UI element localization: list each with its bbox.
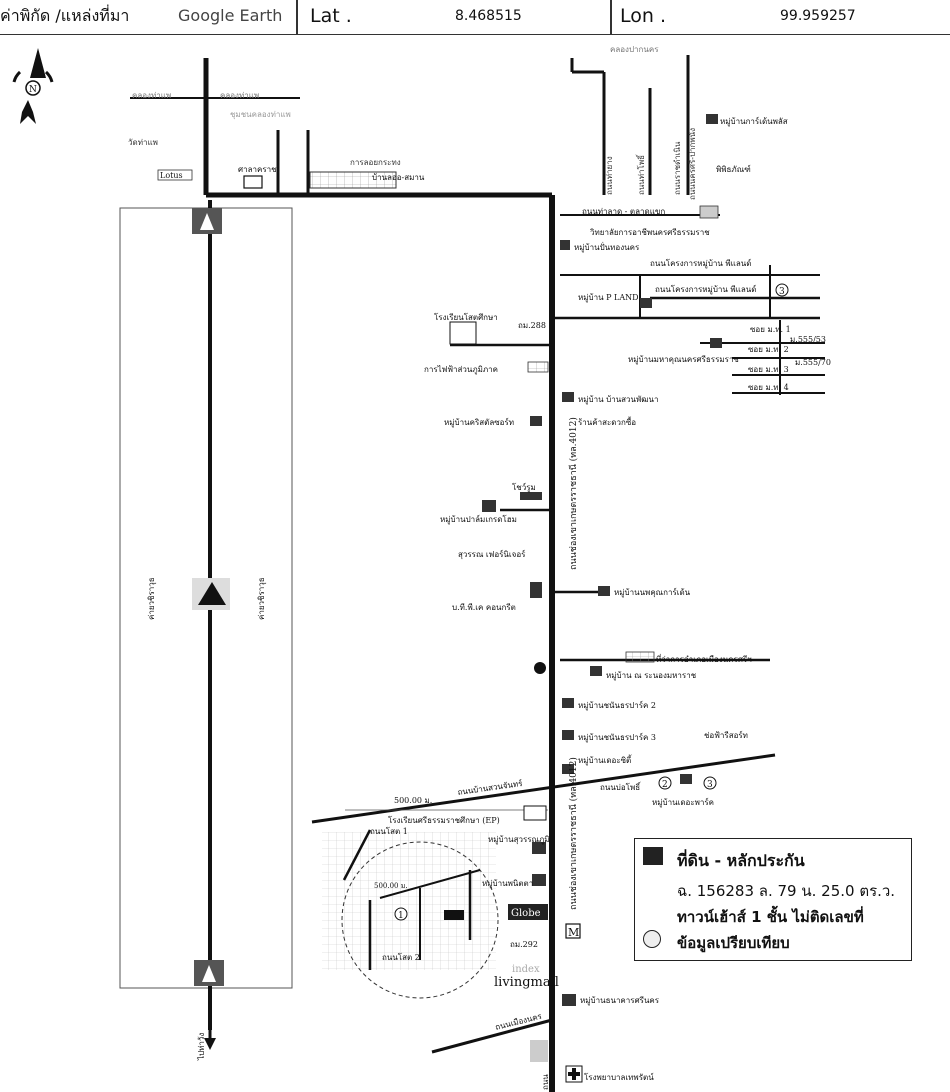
index-label: index xyxy=(512,964,540,975)
hospital-label: โรงพยาบาลเทพรัตน์ xyxy=(584,1072,654,1082)
lotus-label: Lotus xyxy=(160,171,183,180)
map-legend: ที่ดิน - หลักประกัน ฉ. 156283 ล. 79 น. 2… xyxy=(634,838,912,961)
shop-1-label: ร้านค้าสะดวกซื้อ xyxy=(578,416,636,427)
village-8-label: หมู่บ้าน ณ ระนองมหาราช xyxy=(606,671,697,681)
canal-label-2: คลองท่าแพ xyxy=(132,91,171,100)
index-livingmall-label: livingmall xyxy=(494,975,559,990)
village-14-label: หมู่บ้านพนิตตา xyxy=(482,879,533,889)
land-collateral-swatch xyxy=(643,847,663,865)
road-nm-2-label: ถนนโสต 2 xyxy=(382,952,420,962)
road-mai-label: ถนนราชดำเนิน xyxy=(673,141,682,195)
road-right-label: ค่ายวชิราวุธ xyxy=(257,577,266,620)
village-12-label: หมู่บ้านเดอะพาร์ค xyxy=(652,797,714,808)
globe-logo xyxy=(508,904,548,920)
circle-3b-label: 3 xyxy=(707,780,713,790)
village-13-label: หมู่บ้านสุวรรณภูมิ xyxy=(488,835,550,845)
village-3-label: หมู่บ้านมหาคุณนครศรีธรรมราช xyxy=(628,355,739,365)
house-no-1-label: ม.555/53 xyxy=(790,335,826,344)
compass-icon: N xyxy=(12,48,54,124)
header-divider xyxy=(296,0,298,34)
road-left-label: ค่ายวชิราวุธ xyxy=(147,577,156,620)
main-road-3-label: ถนน xyxy=(541,1074,550,1090)
road-proj-2-label: ถนนโครงการหมู่บ้าน พีแลนด์ xyxy=(655,284,756,295)
globe-label: Globe xyxy=(511,908,541,919)
radius-circle xyxy=(341,841,499,999)
village-5-label: หมู่บ้านคริสตัลซอร์ท xyxy=(444,417,514,428)
main-road-2-label: ถนนช่องเขาเกษตรราชธานี (ทล.4012) xyxy=(568,757,579,910)
village-9-label: หมู่บ้านชนันธรปาร์ค 2 xyxy=(578,700,656,711)
road-288-label: ถม.288 xyxy=(518,321,546,330)
legend-property-type: ทาวน์เฮ้าส์ 1 ชั้น ไม่ติดเลขที่ xyxy=(677,908,864,926)
shop-3-label: ช่อฟ้ารีสอร์ท xyxy=(704,730,748,740)
school-label: โรงเรียนโสตศึกษา xyxy=(434,312,498,322)
compass-north-label: N xyxy=(29,85,37,95)
village-7-label: หมู่บ้านนพคุณการ์เด้น xyxy=(614,587,691,598)
comparison-marker-icon xyxy=(643,930,661,948)
village-11-label: หมู่บ้านเดอะซิตี้ xyxy=(578,754,632,766)
college-label: วิทยาลัยการอาชีพนครศรีธรรมราช xyxy=(589,228,710,237)
camp-gate-south-icon xyxy=(194,960,224,986)
village-2-label: หมู่บ้านปั่นทองนคร xyxy=(574,241,640,253)
village-6-label: หมู่บ้านปาล์มเกรดโฮม xyxy=(440,514,517,525)
road-292-label: ถม.292 xyxy=(510,940,538,949)
lat-value: 8.468515 xyxy=(455,8,522,24)
subject-land-marker xyxy=(444,910,464,920)
source-label: ค่าพิกัด /แหล่งที่มา xyxy=(0,6,130,25)
road-tha-lat-label: ถนนท่าลาด - ตลาดแขก xyxy=(582,207,665,216)
village-4-label: หมู่บ้าน บ้านสวนพัฒนา xyxy=(578,395,658,405)
legend-comparison-data: ข้อมูลเปรียบเทียบ xyxy=(677,934,790,952)
circle-2-label: 2 xyxy=(662,780,668,790)
m-logo-label: M xyxy=(568,926,579,939)
soi-1-label: ซอย ม.ท. 1 xyxy=(750,325,791,334)
road-ban-nai-label: ถนนนครศรี-ปากพนัง xyxy=(688,128,697,200)
office-label: ศาลาคราช xyxy=(238,165,277,174)
road-tha-pho-label: ถนนท่าโพธิ์ xyxy=(635,154,646,195)
soi-3-label: ซอย ม.ท. 3 xyxy=(748,365,789,374)
to-city-label: ไปท่าวัง xyxy=(197,1033,206,1061)
shop-2-label: สุวรรณ เฟอร์นิเจอร์ xyxy=(458,549,526,559)
village-1-label: หมู่บ้านการ์เด้นพลัส xyxy=(720,116,788,127)
factory-sub-label: การลอยกระทง xyxy=(350,158,401,167)
ext-building-label: พิพิธภัณฑ์ xyxy=(716,164,751,174)
lon-label: Lon . xyxy=(620,5,666,27)
plot-dimension-label: 500.00 ม. xyxy=(374,882,408,890)
road-ban-pho-label: ถนนบ่อโพธิ์ xyxy=(600,781,642,792)
showroom-label: โชว์รูม xyxy=(512,482,536,493)
lat-label: Lat . xyxy=(310,5,352,27)
factory-label: บ้านลออ-สมาน xyxy=(372,173,425,182)
canal-label-1: คลองท่าแพ xyxy=(220,91,259,100)
road-nm-1-label: ถนนโสต 1 xyxy=(370,826,408,836)
road-proj-1-label: ถนนโครงการหมู่บ้าน พีแลนด์ xyxy=(650,258,751,269)
main-road-label: ถนนช่องเขาเกษตรราชธานี (ทล.4012) xyxy=(568,417,579,570)
village-15-label: หมู่บ้านธนาคารศรีนคร xyxy=(580,996,660,1006)
community-label: ชุมชนคลองท่าแพ xyxy=(230,110,291,119)
wat-label: วัดท่าแพ xyxy=(128,138,158,147)
source-value: Google Earth xyxy=(178,6,283,25)
camp-gate-north-icon xyxy=(192,208,222,234)
village-10-label: หมู่บ้านชนันธรปาร์ค 3 xyxy=(578,732,656,743)
house-no-2-label: ม.555/70 xyxy=(795,358,831,367)
roads xyxy=(130,55,825,1092)
lon-value: 99.959257 xyxy=(780,8,856,24)
soi-4-label: ซอย ม.ท. 4 xyxy=(748,383,789,392)
circle-1-label: 1 xyxy=(398,911,404,921)
legend-deed-details: ฉ. 156283 ล. 79 น. 25.0 ตร.ว. xyxy=(677,882,896,900)
canal-label-3: คลองปากนคร xyxy=(610,45,659,54)
distance-label: 500.00 ม. xyxy=(394,796,432,805)
coordinate-header: ค่าพิกัด /แหล่งที่มา Google Earth Lat . … xyxy=(0,0,950,35)
electric-label: การไฟฟ้าส่วนภูมิภาค xyxy=(424,365,498,375)
road-north-label: ถนนท่ายาง xyxy=(605,156,614,195)
p-land-label: หมู่บ้าน P LAND xyxy=(578,293,639,303)
circle-3a-label: 3 xyxy=(779,287,785,297)
legend-land-collateral: ที่ดิน - หลักประกัน xyxy=(677,851,805,870)
school-2-label: โรงเรียนศรีธรรมราชศึกษา (EP) xyxy=(388,815,500,825)
office-2-label: ที่ว่าการอำเภอเมืองนครศรีฯ xyxy=(656,653,752,664)
soi-2-label: ซอย ม.ท. 2 xyxy=(748,345,789,354)
concrete-label: บ.ที.พี.เค คอนกรีต xyxy=(452,603,516,612)
header-divider xyxy=(610,0,612,34)
